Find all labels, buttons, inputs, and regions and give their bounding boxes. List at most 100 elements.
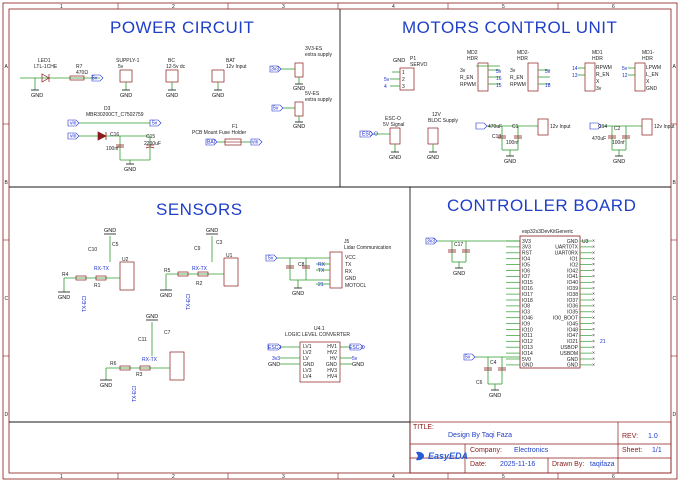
border-col-label: 3: [282, 474, 285, 480]
border-row-label: C: [5, 296, 9, 302]
esp-left-pin-label: IO18: [522, 298, 533, 304]
date-key: Date:: [470, 461, 487, 468]
company-value: Electronics: [514, 447, 549, 454]
svg-text:15: 15: [496, 83, 502, 89]
esp-right-pin-label: IO0_BOOT: [553, 316, 578, 322]
esp-right-pin-label: IO21: [567, 339, 578, 345]
esp-left-pin-label: IO5: [522, 262, 530, 268]
esp-no-connect: ×: [592, 245, 595, 251]
esp-left-pin-label: IO4: [522, 257, 530, 263]
svg-text:GND: GND: [212, 93, 224, 99]
esp-no-connect: ×: [592, 250, 595, 256]
rev-value: 1.0: [648, 433, 658, 440]
esp-right-pin-label: IO1: [570, 257, 578, 263]
sensors-parts: GND GND RX-TX TX-ECI GND GND RX-TX TX-EC…: [58, 228, 364, 402]
esp-left-pin-label: IO7: [522, 274, 530, 280]
esp-no-connect: ×: [592, 363, 595, 369]
esp-right-pin-label: IO42: [567, 268, 578, 274]
svg-text:2: 2: [402, 77, 405, 83]
svg-text:RPWM: RPWM: [510, 82, 526, 88]
esp-left-pin-label: IO11: [522, 333, 533, 339]
border-row-label: B: [5, 180, 9, 186]
esp-no-connect: ×: [592, 256, 595, 262]
svg-text:GND: GND: [293, 86, 305, 92]
esp-no-connect: ×: [592, 345, 595, 351]
drawn-value: taqifaza: [590, 461, 615, 468]
svg-text:GND: GND: [120, 93, 132, 99]
svg-text:GND: GND: [293, 124, 305, 130]
power-circuit-title: POWER CIRCUIT: [110, 18, 255, 37]
easyeda-logo-icon: [416, 451, 424, 461]
esp-right-pin-label: IO36: [567, 304, 578, 310]
svg-text:5v: 5v: [622, 66, 628, 72]
svg-text:5v: 5v: [384, 77, 390, 83]
svg-text:BAT: BAT: [207, 140, 216, 146]
esp-left-pin-label: IO3: [522, 310, 530, 316]
esp-right-pin-label: IO38: [567, 292, 578, 298]
svg-text:TX-ECI: TX-ECI: [186, 294, 192, 310]
border-col-label: 2: [172, 4, 175, 10]
svg-text:vin: vin: [252, 140, 259, 146]
border-row-label: B: [673, 180, 677, 186]
esp-left-pin-label: IO12: [522, 339, 533, 345]
esp-no-connect: ×: [592, 327, 595, 333]
svg-text:TX-ECI: TX-ECI: [132, 386, 138, 402]
svg-text:vin: vin: [70, 121, 77, 127]
esp-right-pin-label: IO48: [567, 327, 578, 333]
controller-parts: 3v3 GND 3V33V3RSTIO4IO5IO6IO7IO15IO16IO1…: [425, 235, 595, 399]
esp-left-pin-label: IO10: [522, 327, 533, 333]
svg-text:GND: GND: [613, 159, 625, 165]
date-value: 2025-11-16: [500, 461, 536, 468]
border-col-label: 6: [612, 4, 615, 10]
esp-no-connect: ×: [592, 315, 595, 321]
controller-board-title: CONTROLLER BOARD: [447, 196, 637, 215]
svg-text:GND: GND: [166, 93, 178, 99]
svg-text:GND: GND: [100, 383, 112, 389]
esp-right-pin-label: IO39: [567, 286, 578, 292]
svg-text:5v: 5v: [545, 69, 551, 75]
svg-text:13: 13: [572, 73, 578, 79]
esp-right-pin-label: IO40: [567, 280, 578, 286]
esp-no-connect: ×: [592, 292, 595, 298]
border-col-label: 2: [172, 474, 175, 480]
title-block-frame: [409, 421, 672, 474]
esp-no-connect: ×: [592, 351, 595, 357]
border-row-label: D: [5, 412, 9, 418]
svg-text:RPWM: RPWM: [596, 65, 612, 71]
svg-text:TX: TX: [318, 268, 325, 274]
esp-left-pin-label: 3V3: [522, 239, 531, 245]
esp-left-pin-label: IO13: [522, 345, 533, 351]
esp-right-pin-label: IO35: [567, 310, 578, 316]
esp-right-pin-label: IO37: [567, 298, 578, 304]
sheet-value: 1/1: [652, 447, 662, 454]
svg-text:21: 21: [318, 282, 324, 288]
esp-left-pin-label: 3V3: [522, 245, 531, 251]
svg-text:GND: GND: [453, 271, 465, 277]
power-circuit-parts: GND 5v GND GND GND 3v3 GND 5v GND: [20, 62, 305, 173]
svg-text:3v3: 3v3: [271, 67, 279, 73]
svg-text:GND: GND: [146, 314, 158, 320]
svg-text:18: 18: [545, 83, 551, 89]
drawn-key: Drawn By:: [552, 461, 585, 468]
svg-text:GND: GND: [427, 155, 439, 161]
svg-text:GND: GND: [646, 86, 658, 92]
rev-key: REV:: [622, 433, 639, 440]
border-col-label: 3: [282, 4, 285, 10]
svg-text:12: 12: [622, 73, 628, 79]
svg-text:3v: 3v: [460, 68, 466, 74]
esp-right-pin-label: IO47: [567, 333, 578, 339]
svg-text:GND: GND: [352, 362, 364, 368]
svg-text:GND: GND: [292, 291, 304, 297]
esp-no-connect: ×: [592, 298, 595, 304]
border-col-label: 1: [60, 474, 63, 480]
border-col-label: 5: [502, 4, 505, 10]
svg-text:3v: 3v: [596, 86, 602, 92]
esp-right-pin-label: GND: [567, 363, 579, 369]
esp-no-connect: ×: [592, 304, 595, 310]
esp-right-pin-label: GND: [567, 357, 579, 363]
svg-text:R_EN: R_EN: [460, 75, 474, 81]
sensors-title: SENSORS: [156, 200, 243, 219]
svg-text:R_EN: R_EN: [510, 75, 524, 81]
